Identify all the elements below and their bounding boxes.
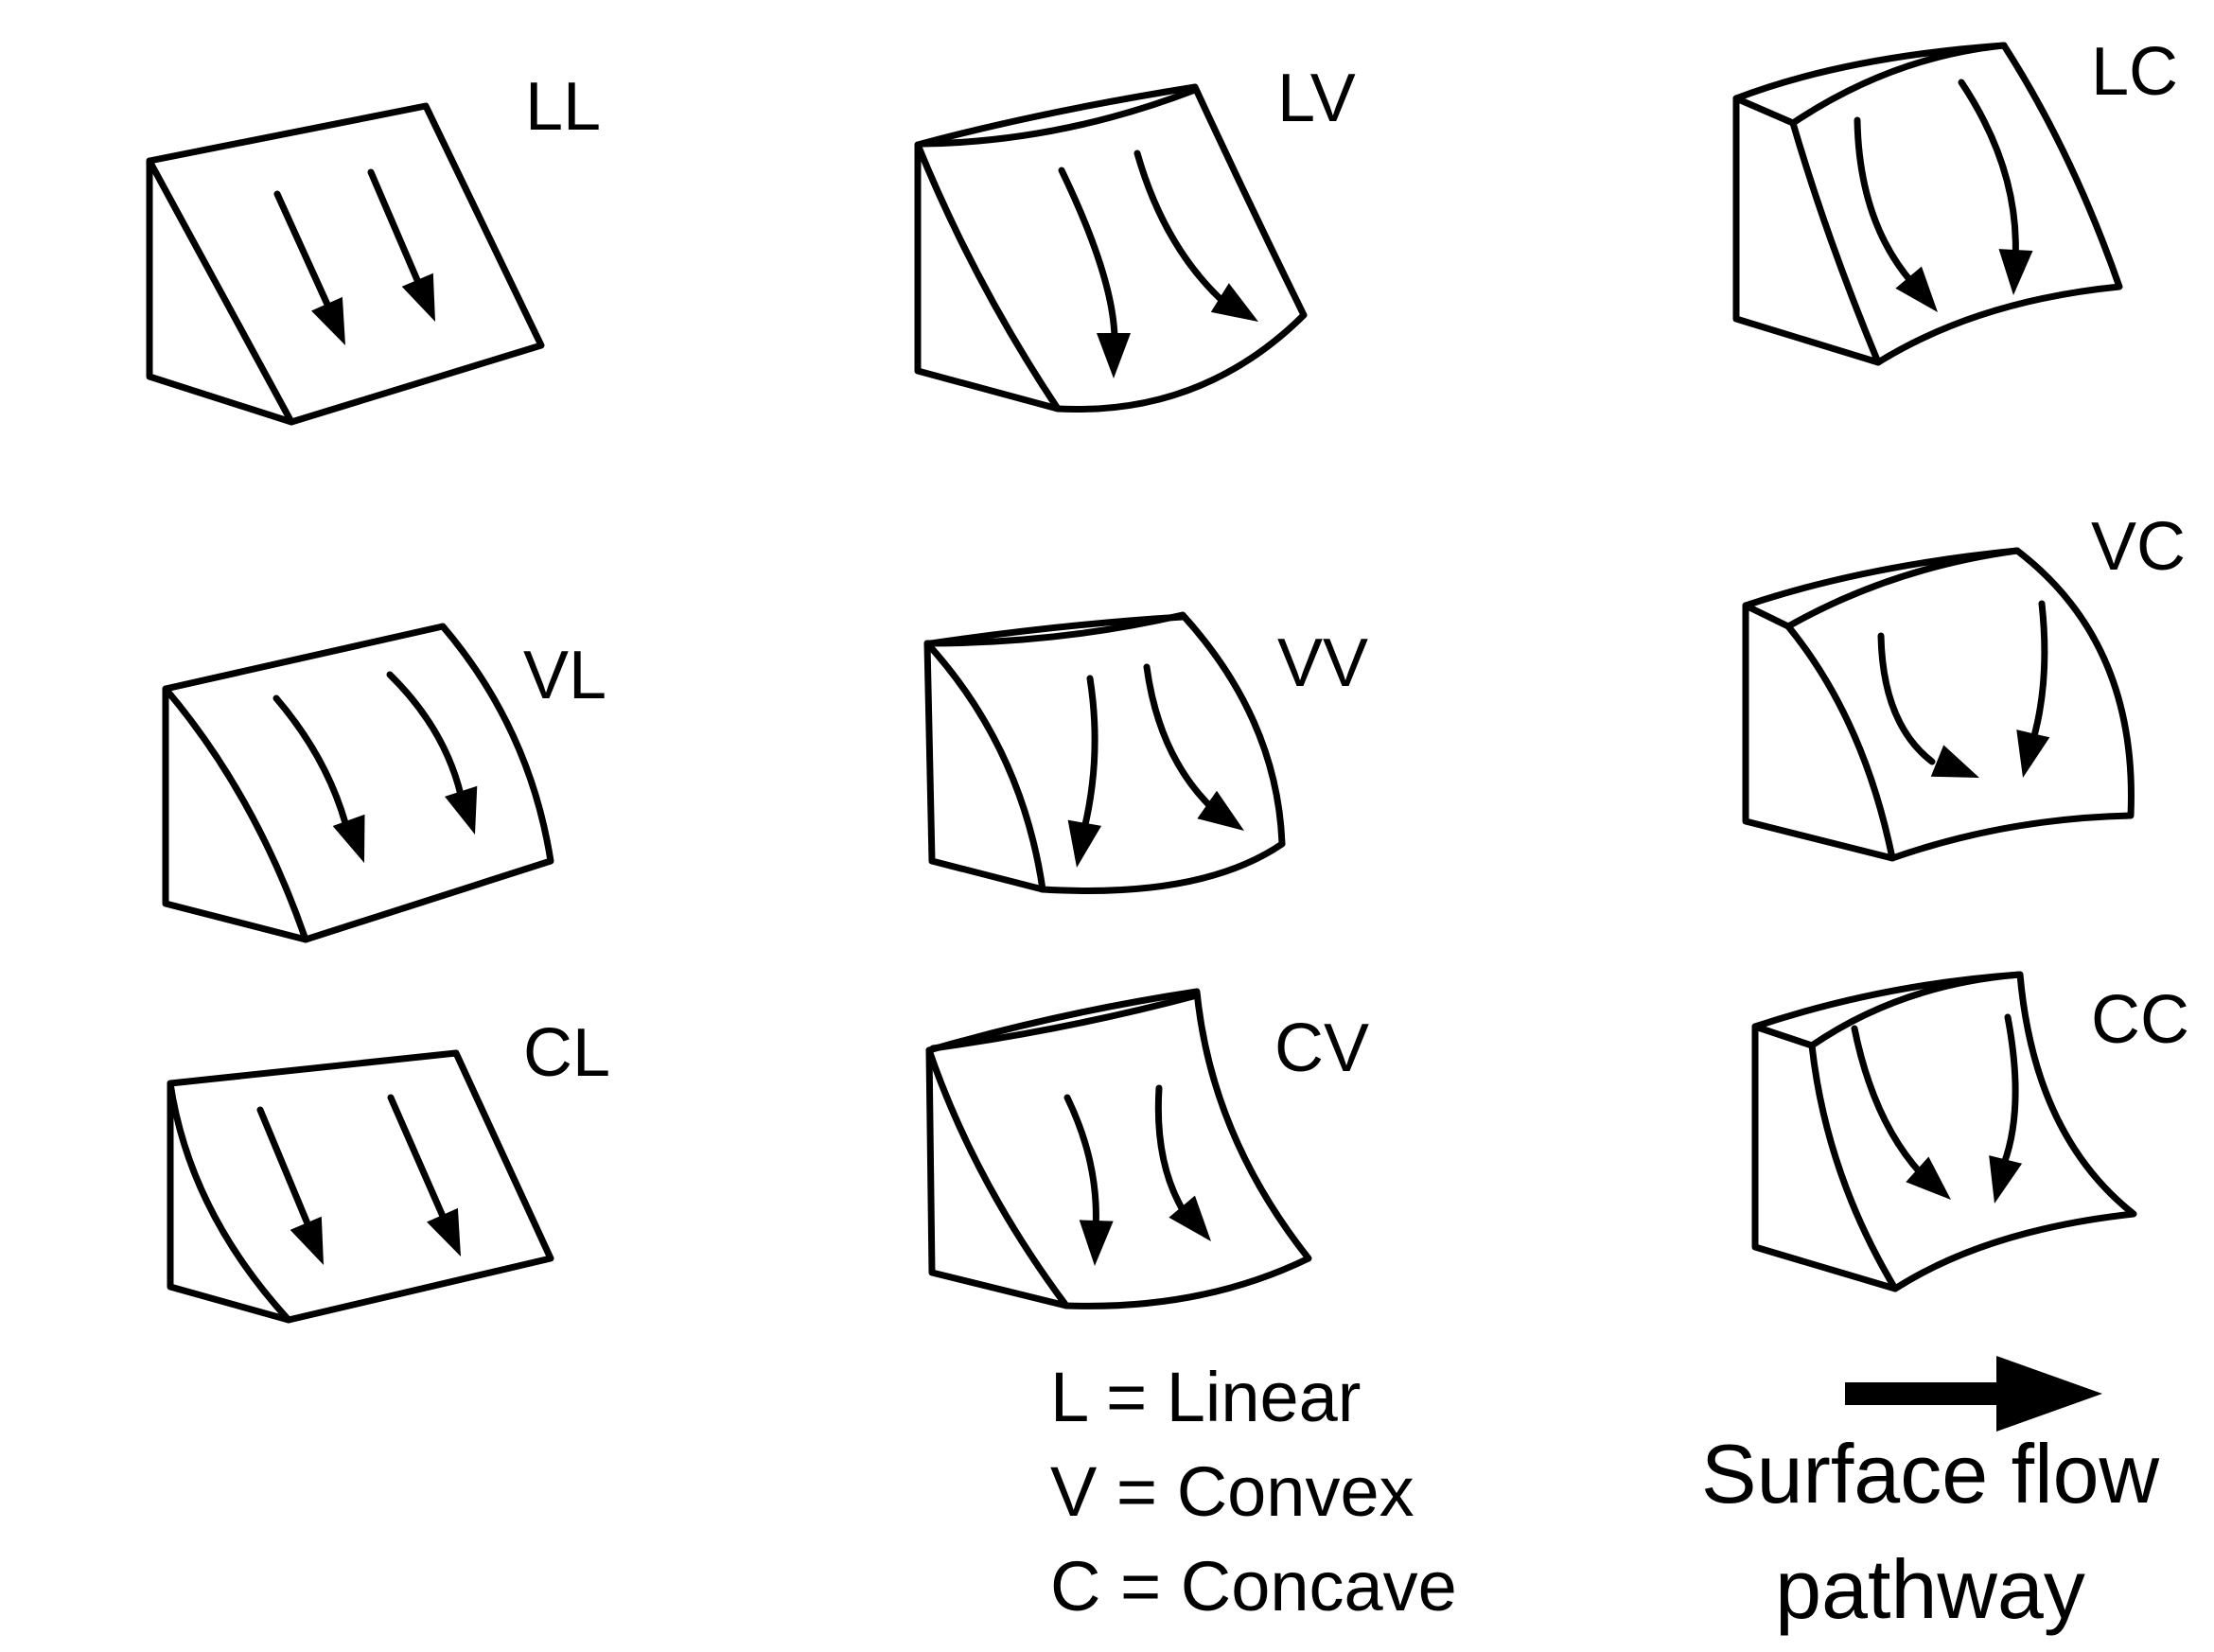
legend-linear: L = Linear	[1050, 1358, 1361, 1436]
slope-shape-ll	[146, 102, 545, 426]
flow-arrows-vv	[1060, 663, 1255, 871]
flow-arrows-lc	[1854, 79, 2033, 324]
slope-shape-cl	[167, 1049, 554, 1324]
slope-shape-vv	[923, 611, 1286, 894]
slope-shape-cv	[925, 988, 1312, 1309]
shape-label-lc: LC	[2091, 34, 2178, 110]
flow-key-label-line1: Surface flow	[1701, 1427, 2160, 1520]
slope-shape-vc	[1742, 547, 2135, 862]
shape-label-vc: VC	[2091, 509, 2186, 585]
legend-concave: C = Concave	[1050, 1547, 1457, 1626]
flow-arrows-vc	[1877, 600, 2050, 794]
slope-shape-cc	[1751, 971, 2137, 1292]
legend-convex: V = Convex	[1050, 1452, 1414, 1531]
flow-arrows-ll	[273, 168, 451, 353]
flow-key-label-line2: pathway	[1775, 1542, 2085, 1636]
flow-arrows-cc	[1851, 1013, 2023, 1213]
slope-shape-vl	[162, 623, 554, 943]
slope-shape-lv	[914, 83, 1308, 413]
slope-shape-lc	[1732, 42, 2123, 366]
shape-label-lv: LV	[1277, 61, 1356, 136]
flow-arrows-lv	[1058, 149, 1268, 378]
shape-label-ll: LL	[525, 69, 601, 145]
shape-label-cl: CL	[523, 1015, 610, 1091]
shape-label-vv: VV	[1277, 625, 1368, 701]
flow-arrows-vl	[272, 671, 492, 870]
flow-key-arrow-icon	[1845, 1356, 2102, 1432]
flow-arrows-cl	[256, 1094, 477, 1273]
legend: L = Linear V = Convex C = Concave	[1050, 1358, 1457, 1626]
flow-arrows-cv	[1063, 1084, 1224, 1267]
flow-key: Surface flow pathway	[1701, 1356, 2160, 1636]
shape-label-cv: CV	[1274, 1011, 1369, 1086]
shape-label-vl: VL	[523, 638, 606, 713]
shape-label-cc: CC	[2091, 982, 2189, 1058]
